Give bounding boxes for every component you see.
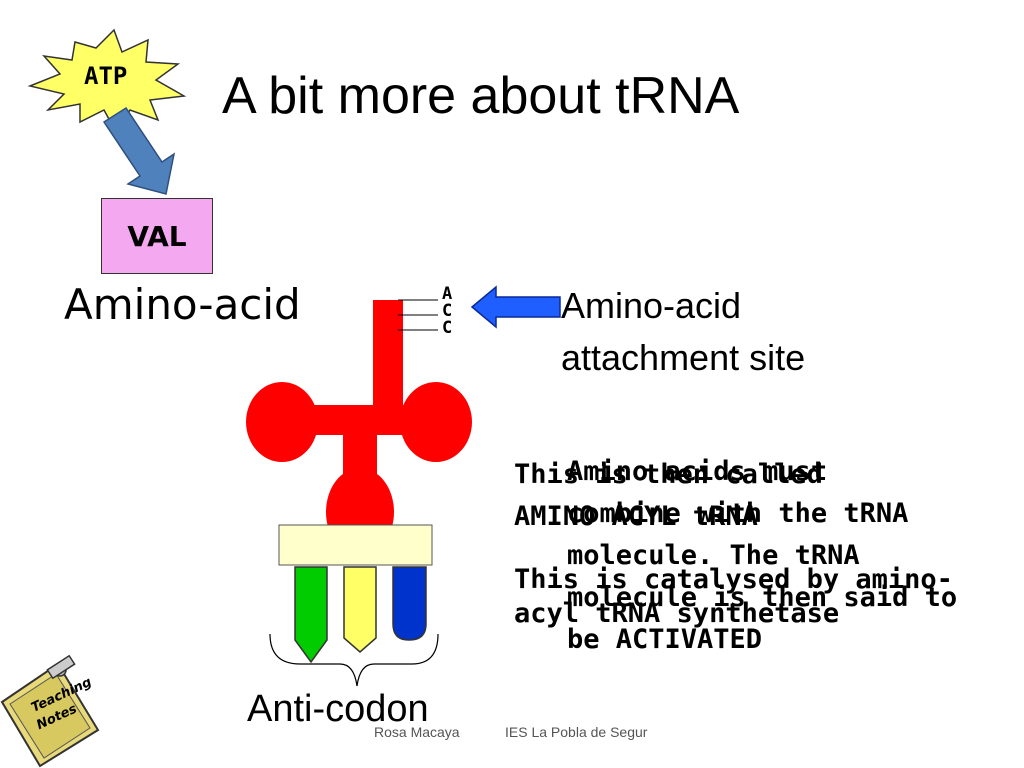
atp-label: ATP: [84, 62, 128, 90]
note2-line2: combine with the tRNA: [567, 498, 909, 529]
val-box: VAL: [101, 198, 213, 274]
anticodon-label: Anti-codon: [247, 688, 429, 730]
base-yellow: [343, 566, 377, 653]
amino-acid-label: Amino-acid: [64, 280, 301, 329]
note2-line3: molecule. The tRNA: [567, 540, 860, 571]
note3-line2: acyl tRNA synthetase: [514, 598, 840, 629]
val-label: VAL: [127, 219, 187, 253]
acc-letter-a: A: [442, 284, 453, 304]
attachment-site-arrow: [470, 285, 561, 329]
anticodon-brace: [269, 633, 439, 687]
note1-line1: This is then called: [514, 459, 823, 490]
trna-molecule: [246, 300, 472, 556]
slide-title: A bit more about tRNA: [222, 67, 740, 125]
footer-author: Rosa Macaya: [374, 724, 460, 740]
anticodon-bar: [278, 524, 433, 566]
note1-line2: AMINO ACYL tRNA: [514, 501, 758, 532]
attachment-site-label: Amino-acid attachment site: [561, 280, 805, 384]
note2-line1: Amino acids must: [567, 456, 828, 487]
note-amino-acyl-trna: This is then called AMINO ACYL tRNA: [514, 454, 823, 538]
acc-letters: A C C: [442, 286, 452, 337]
acc-letter-c1: C: [442, 301, 453, 321]
note-activated: Amino acids must combine with the tRNA m…: [567, 451, 957, 661]
note3-line1: This is catalysed by amino-: [514, 564, 953, 595]
atp-starburst: [27, 28, 187, 134]
atp-to-val-arrow: [102, 106, 176, 195]
attachment-site-line2: attachment site: [561, 337, 806, 378]
attachment-site-line1: Amino-acid: [561, 285, 742, 326]
teaching-notes-icon: Teaching Notes: [0, 654, 100, 768]
note2-line5: be ACTIVATED: [567, 624, 763, 655]
note2-line4: molecule is then said to: [567, 582, 958, 613]
note-synthetase: This is catalysed by amino- acyl tRNA sy…: [514, 563, 953, 631]
base-green: [294, 566, 328, 664]
base-blue: [392, 566, 427, 641]
footer-school: IES La Pobla de Segur: [505, 724, 648, 740]
acc-letter-c2: C: [442, 318, 453, 338]
